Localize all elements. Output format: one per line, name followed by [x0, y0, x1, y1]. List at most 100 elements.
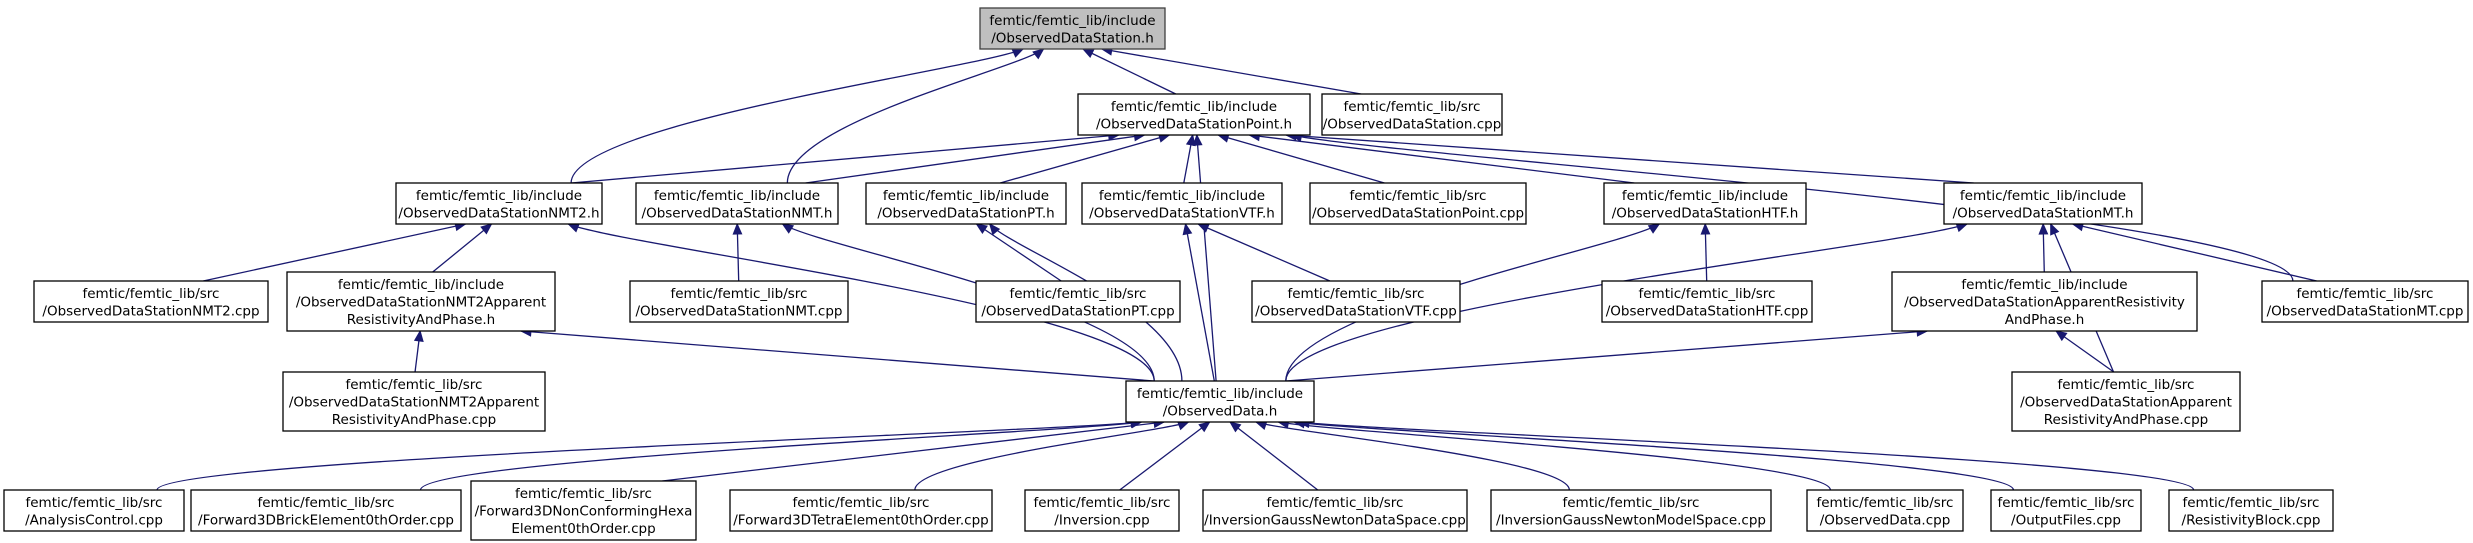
node-output-cpp[interactable]: femtic/femtic_lib/src/OutputFiles.cpp: [1990, 489, 2142, 532]
edge-line: [1255, 421, 1570, 491]
edge-nmt2arp-h-to-nmt2-h: [432, 223, 493, 273]
node-point-cpp[interactable]: femtic/femtic_lib/src/ObservedDataStatio…: [1309, 182, 1527, 225]
edge-line: [1285, 134, 1974, 184]
node-label-line: /ObservedDataStationVTF.cpp: [1255, 303, 1457, 319]
edge-nmt2arp-cpp-to-nmt2arp-h: [413, 329, 424, 373]
arrow-head: [1229, 421, 1242, 433]
node-pt-h[interactable]: femtic/femtic_lib/include/ObservedDataSt…: [865, 182, 1067, 225]
edge-station-cpp-to-root: [1100, 45, 1362, 95]
edge-line: [1285, 223, 1968, 382]
node-mt-h[interactable]: femtic/femtic_lib/include/ObservedDataSt…: [1943, 182, 2143, 225]
nodes-layer: femtic/femtic_lib/include/ObservedDataSt…: [3, 7, 2469, 541]
node-label-line: femtic/femtic_lib/src: [1639, 286, 1776, 302]
node-label-line: /ObservedDataStationMT.h: [1953, 205, 2134, 221]
edge-htf-h-to-point-h: [1248, 131, 1635, 184]
node-mt-cpp[interactable]: femtic/femtic_lib/src/ObservedDataStatio…: [2261, 280, 2469, 323]
node-station-cpp[interactable]: femtic/femtic_lib/src/ObservedDataStatio…: [1321, 93, 1503, 136]
node-pt-cpp[interactable]: femtic/femtic_lib/src/ObservedDataStatio…: [975, 280, 1181, 323]
edge-line: [1291, 134, 2294, 282]
node-label-line: femtic/femtic_lib/src: [1817, 495, 1954, 511]
node-htf-h[interactable]: femtic/femtic_lib/include/ObservedDataSt…: [1603, 182, 1807, 225]
arrow-head: [2038, 222, 2049, 235]
edge-line: [432, 223, 492, 273]
edge-line: [2072, 223, 2317, 282]
node-label-line: /ResistivityBlock.cpp: [2182, 512, 2321, 528]
node-label-line: /ObservedDataStationNMT2Apparent: [289, 395, 539, 411]
node-arp-h[interactable]: femtic/femtic_lib/include/ObservedDataSt…: [1891, 271, 2198, 332]
edge-htf-cpp-to-htf-h: [1700, 222, 1711, 282]
node-ign-data-cpp[interactable]: femtic/femtic_lib/src/InversionGaussNewt…: [1202, 489, 1468, 532]
node-label-line: femtic/femtic_lib/src: [1998, 495, 2135, 511]
node-box: [1321, 93, 1503, 136]
node-resblock-cpp[interactable]: femtic/femtic_lib/src/ResistivityBlock.c…: [2168, 489, 2334, 532]
node-vtf-cpp[interactable]: femtic/femtic_lib/src/ObservedDataStatio…: [1251, 280, 1461, 323]
edge-nmt-cpp-to-nmt-h: [732, 222, 743, 282]
node-label-line: femtic/femtic_lib/src: [83, 286, 220, 302]
edge-line: [662, 421, 1165, 482]
node-box: [1943, 182, 2143, 225]
node-nmt2-h[interactable]: femtic/femtic_lib/include/ObservedDataSt…: [395, 182, 603, 225]
node-label-line: /ObservedDataStation.cpp: [1323, 116, 1502, 132]
node-label-line: /ObservedDataStationHTF.cpp: [1606, 303, 1809, 319]
node-label-line: /InversionGaussNewtonModelSpace.cpp: [1496, 512, 1766, 528]
node-data-h[interactable]: femtic/femtic_lib/include/ObservedData.h: [1125, 380, 1315, 423]
node-arp-cpp[interactable]: femtic/femtic_lib/src/ObservedDataStatio…: [2011, 371, 2241, 432]
node-data-cpp[interactable]: femtic/femtic_lib/src/ObservedData.cpp: [1806, 489, 1964, 532]
arrow-head: [732, 222, 743, 235]
edge-pt-cpp-to-pt-h: [975, 223, 1062, 282]
edge-data-h-to-nmt2arp-h: [519, 326, 1155, 382]
node-nmt-h[interactable]: femtic/femtic_lib/include/ObservedDataSt…: [635, 182, 839, 225]
node-inversion-cpp[interactable]: femtic/femtic_lib/src/Inversion.cpp: [1024, 489, 1180, 532]
node-label-line: /ObservedDataStationVTF.h: [1089, 205, 1275, 221]
node-box: [3, 489, 185, 532]
node-nmt2arp-cpp[interactable]: femtic/femtic_lib/src/ObservedDataStatio…: [282, 371, 546, 432]
node-label-line: femtic/femtic_lib/src: [2297, 286, 2434, 302]
node-label-line: AndPhase.h: [2005, 312, 2085, 328]
node-label-line: femtic/femtic_lib/src: [515, 486, 652, 502]
node-analysis-cpp[interactable]: femtic/femtic_lib/src/AnalysisControl.cp…: [3, 489, 185, 532]
edge-data-cpp-to-data-h: [1277, 419, 1832, 491]
node-brick-cpp[interactable]: femtic/femtic_lib/src/Forward3DBrickElem…: [190, 489, 462, 532]
node-tetra-cpp[interactable]: femtic/femtic_lib/src/Forward3DTetraElem…: [729, 489, 993, 532]
node-label-line: /ObservedDataStationNMT2.h: [398, 205, 599, 221]
arrow-head: [1198, 421, 1211, 433]
node-htf-cpp[interactable]: femtic/femtic_lib/src/ObservedDataStatio…: [1601, 280, 1813, 323]
node-label-line: femtic/femtic_lib/src: [1350, 188, 1487, 204]
edge-arp-h-to-mt-h: [2038, 222, 2049, 273]
node-point-h[interactable]: femtic/femtic_lib/include/ObservedDataSt…: [1077, 93, 1311, 136]
node-label-line: femtic/femtic_lib/include: [1622, 188, 1788, 204]
node-label-line: /ObservedDataStationHTF.h: [1612, 205, 1799, 221]
node-root[interactable]: femtic/femtic_lib/include/ObservedDataSt…: [979, 7, 1166, 50]
node-box: [286, 271, 556, 332]
node-label-line: /ObservedDataStation.h: [991, 30, 1154, 46]
edge-line: [1000, 134, 1170, 184]
arrow-head: [1176, 421, 1190, 431]
node-label-line: /ObservedDataStationNMT.h: [642, 205, 833, 221]
edge-line: [1229, 421, 1319, 491]
node-ign-model-cpp[interactable]: femtic/femtic_lib/src/InversionGaussNewt…: [1490, 489, 1772, 532]
arrow-head: [413, 329, 424, 343]
node-label-line: /ObservedData.h: [1163, 403, 1278, 419]
node-label-line: ResistivityAndPhase.cpp: [332, 412, 497, 428]
node-label-line: femtic/femtic_lib/src: [2183, 495, 2320, 511]
node-box: [1490, 489, 1772, 532]
edge-line: [1218, 134, 1385, 184]
edge-line: [570, 48, 1024, 184]
node-vtf-h[interactable]: femtic/femtic_lib/include/ObservedDataSt…: [1081, 182, 1283, 225]
arrow-head: [1182, 222, 1193, 236]
node-label-line: femtic/femtic_lib/src: [793, 495, 930, 511]
node-nmt-cpp[interactable]: femtic/femtic_lib/src/ObservedDataStatio…: [629, 280, 849, 323]
edge-line: [1294, 421, 2015, 491]
node-box: [2168, 489, 2334, 532]
node-nmt2arp-h[interactable]: femtic/femtic_lib/include/ObservedDataSt…: [286, 271, 556, 332]
node-label-line: femtic/femtic_lib/src: [258, 495, 395, 511]
node-box: [1603, 182, 1807, 225]
node-label-line: femtic/femtic_lib/src: [2058, 377, 2195, 393]
node-hexa-cpp[interactable]: femtic/femtic_lib/src/Forward3DNonConfor…: [470, 480, 697, 541]
node-box: [865, 182, 1067, 225]
node-label-line: femtic/femtic_lib/src: [671, 286, 808, 302]
node-nmt2-cpp[interactable]: femtic/femtic_lib/src/ObservedDataStatio…: [33, 280, 269, 323]
node-label-line: femtic/femtic_lib/src: [346, 377, 483, 393]
edge-vtf-cpp-to-vtf-h: [1197, 223, 1331, 282]
